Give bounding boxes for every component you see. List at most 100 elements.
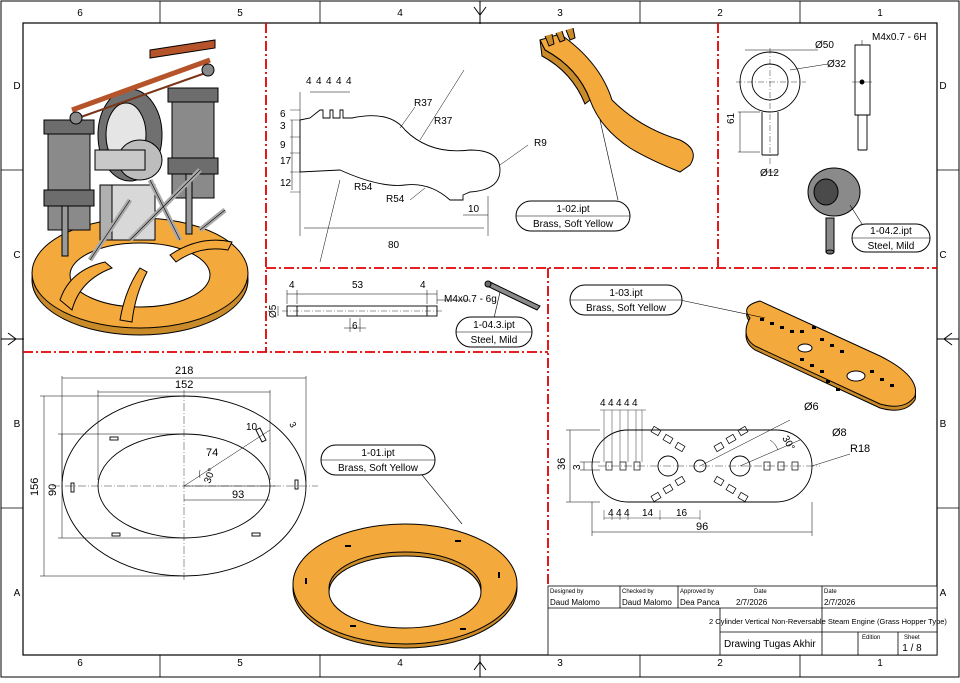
dim-text: 9	[280, 140, 286, 151]
callout-1-02: 1-02.ipt Brass, Soft Yellow	[515, 119, 631, 232]
dim-text: 53	[352, 280, 364, 291]
dim-text: Ø32	[827, 59, 846, 70]
dim-text: M4x0.7 - 6H	[872, 32, 926, 43]
callout-file: 1-04.3.ipt	[473, 320, 515, 331]
dim-text: 152	[175, 379, 193, 391]
dim-text: 36	[556, 458, 568, 470]
dim-text: 61	[726, 112, 737, 124]
part-101-drawing	[40, 376, 318, 582]
part-101-isometric	[292, 523, 518, 649]
dim-text: 3	[280, 121, 286, 132]
callout-1-04-2: 1-04.2.ipt Steel, Mild	[849, 204, 931, 253]
dim-text: 6	[352, 321, 358, 332]
dim-text: R54	[386, 194, 405, 205]
col-label: 3	[557, 8, 563, 19]
dim-text: Ø50	[815, 40, 834, 51]
part-1043-isometric	[484, 280, 541, 311]
dim-text: 4	[420, 280, 426, 291]
date-value: 2/7/2026	[736, 598, 768, 607]
part-102-drawing	[290, 69, 529, 263]
callout-file: 1-02.ipt	[556, 204, 590, 215]
dim-text: 17	[280, 156, 292, 167]
callout-1-03: 1-03.ipt Brass, Soft Yellow	[569, 284, 766, 319]
dim-text: Ø5	[268, 304, 279, 318]
dim-text: 4	[346, 76, 352, 87]
dim-text: Ø8	[832, 427, 847, 439]
callout-material: Brass, Soft Yellow	[533, 219, 614, 230]
callout-material: Brass, Soft Yellow	[586, 303, 667, 314]
dim-text: Ø12	[760, 168, 779, 179]
dim-text: 96	[696, 521, 708, 533]
title-block-text: Designed by Daud Malomo Checked by Daud …	[550, 589, 947, 654]
title-block	[547, 585, 938, 656]
row-label: D	[939, 81, 946, 92]
dim-text: 3	[572, 464, 583, 470]
date2-label: Date	[824, 589, 837, 595]
col-label: 1	[877, 658, 883, 669]
part-1042-isometric	[807, 167, 861, 255]
row-label: A	[14, 588, 21, 599]
date2-value: 2/7/2026	[824, 598, 856, 607]
dim-text: 4	[624, 398, 630, 409]
project-title: 2 Cylinder Vertical Non-Reversable Steam…	[709, 617, 947, 626]
dim-text: 4	[608, 398, 614, 409]
dim-text: 156	[29, 478, 41, 496]
dim-text: 4	[600, 398, 606, 409]
dim-text: 4	[336, 76, 342, 87]
part-101-dims: 218 152 156 90 74 30° 93 10 3	[29, 365, 298, 501]
checked-by-label: Checked by	[622, 589, 654, 595]
checked-by-value: Daud Malomo	[622, 598, 672, 607]
dim-text: R18	[850, 443, 870, 455]
part-103-drawing	[566, 409, 851, 536]
dim-text: R37	[434, 116, 453, 127]
dim-text: R9	[534, 138, 547, 149]
callout-material: Brass, Soft Yellow	[338, 463, 419, 474]
part-103-dims: 4 4 4 4 4 Ø6 Ø8 30° R18 36 3 4 4 4 14 16…	[556, 398, 870, 533]
edition-label: Edition	[862, 635, 880, 641]
part-1043-dims: 4 53 4 Ø5 6 M4x0.7 - 6g	[268, 280, 497, 332]
dim-text: 12	[280, 178, 292, 189]
dim-text: 4	[608, 508, 614, 519]
dim-text: 10	[468, 204, 480, 215]
date-label: Date	[754, 589, 767, 595]
row-label: D	[13, 81, 20, 92]
sheet-value: 1 / 8	[902, 643, 922, 654]
part-1042-dims: Ø50 Ø32 M4x0.7 - 6H 61 Ø12	[726, 32, 926, 179]
col-label: 6	[77, 658, 83, 669]
callout-file: 1-04.2.ipt	[870, 226, 912, 237]
part-1042-drawing	[736, 40, 872, 173]
approved-by-label: Approved by	[680, 589, 714, 595]
callout-file: 1-03.ipt	[609, 288, 643, 299]
col-label: 2	[717, 8, 723, 19]
callout-material: Steel, Mild	[868, 241, 915, 252]
column-labels: 6 5 4 3 2 1 6 5 4 3 2 1	[77, 8, 883, 669]
part-103-isometric	[745, 300, 917, 411]
col-label: 6	[77, 8, 83, 19]
dim-text: 3	[287, 420, 298, 429]
dim-text: 4	[306, 76, 312, 87]
part-1043-drawing	[277, 290, 470, 332]
col-label: 3	[557, 658, 563, 669]
callout-1-04-3: 1-04.3.ipt Steel, Mild	[455, 291, 533, 348]
dim-text: 16	[676, 508, 688, 519]
col-label: 4	[397, 8, 403, 19]
dim-text: 6	[280, 109, 286, 120]
col-label: 4	[397, 658, 403, 669]
dim-text: 4	[632, 398, 638, 409]
col-label: 5	[237, 658, 243, 669]
dim-text: R37	[414, 98, 433, 109]
dim-text: M4x0.7 - 6g	[444, 294, 497, 305]
dim-text: 4	[316, 76, 322, 87]
row-label: B	[14, 419, 21, 430]
dim-text: 4	[289, 280, 295, 291]
dim-text: 30°	[202, 467, 218, 485]
dim-text: 4	[616, 398, 622, 409]
dim-text: 93	[232, 489, 244, 501]
callout-1-01: 1-01.ipt Brass, Soft Yellow	[320, 444, 463, 525]
part-102-dims: 4 4 4 4 4 6 3 9 17 12 R37 R37 R9 R54 R54…	[280, 76, 547, 251]
dim-text: 30°	[779, 434, 796, 453]
view-separators	[23, 23, 937, 586]
dim-text: R54	[354, 182, 373, 193]
